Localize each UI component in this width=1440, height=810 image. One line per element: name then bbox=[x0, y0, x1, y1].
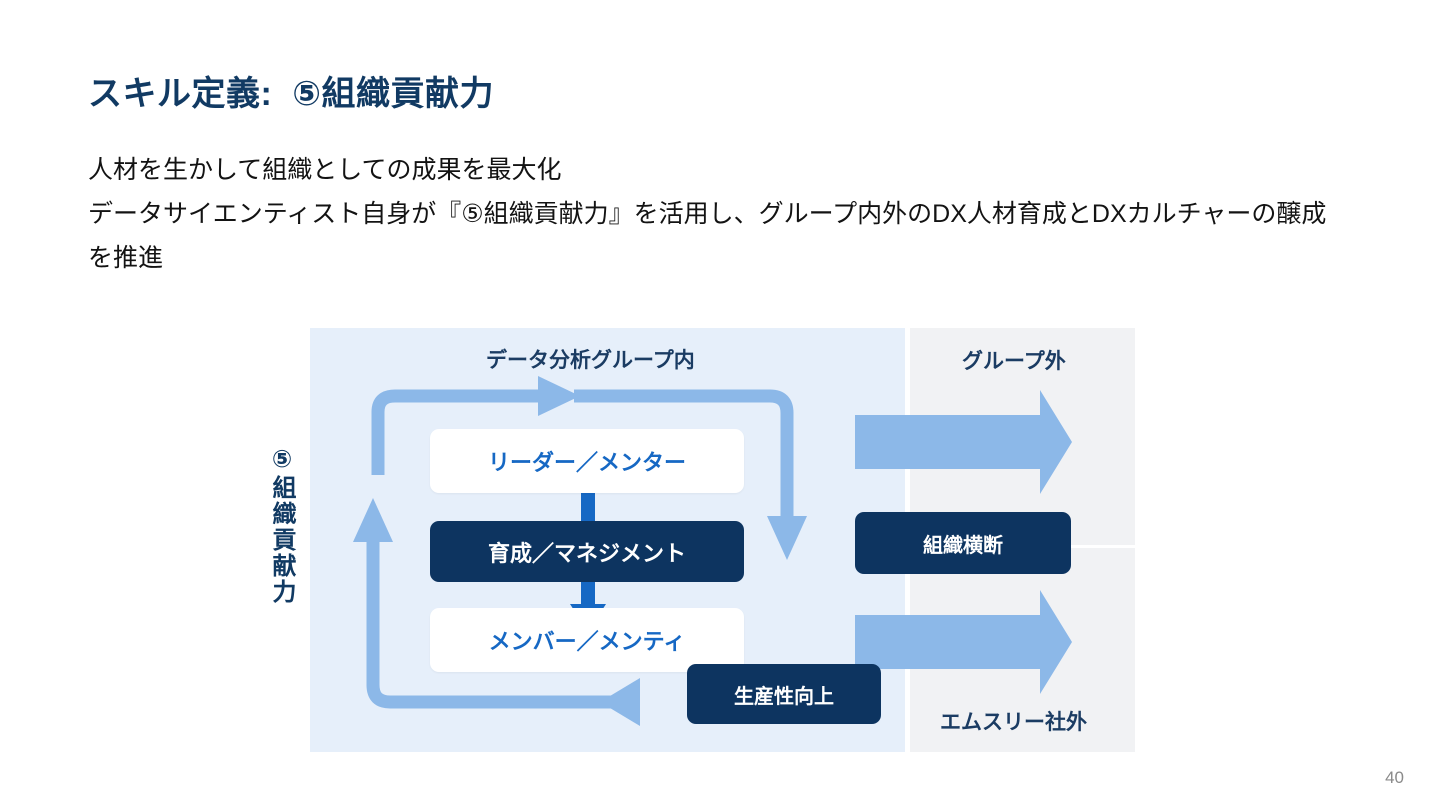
panel-caption-outside-group: グループ外 bbox=[962, 350, 1066, 373]
arrowhead-left-up bbox=[353, 498, 393, 542]
node-member-mentee[interactable]: メンバー／メンティ bbox=[430, 608, 744, 672]
block-arrow-to-outside-group bbox=[855, 390, 1072, 494]
body-line-1: 人材を生かして組織としての成果を最大化 bbox=[88, 156, 562, 184]
body-line-2: データサイエンティスト自身が『⑤組織貢献力』を活用し、グループ内外のDX人材育成… bbox=[88, 200, 1327, 272]
organization-contribution-diagram bbox=[250, 320, 1150, 760]
block-arrow-to-outside-company bbox=[855, 590, 1072, 694]
arrowhead-bottom-left bbox=[600, 678, 640, 726]
node-productivity-improvement[interactable]: 生産性向上 bbox=[687, 664, 881, 724]
node-leader-mentor[interactable]: リーダー／メンター bbox=[430, 429, 744, 493]
slide-body-text: 人材を生かして組織としての成果を最大化 データサイエンティスト自身が『⑤組織貢献… bbox=[88, 148, 1338, 280]
inner-loop-arrows bbox=[366, 389, 794, 709]
page-title: スキル定義: ⑤組織貢献力 bbox=[88, 75, 495, 113]
node-development-management[interactable]: 育成／マネジメント bbox=[430, 521, 744, 582]
side-label-organization-contribution: ⑤組織貢献力 bbox=[268, 445, 295, 605]
node-cross-organization[interactable]: 組織横断 bbox=[855, 512, 1071, 574]
panel-caption-outside-company: エムスリー社外 bbox=[940, 711, 1087, 734]
page-number: 40 bbox=[1385, 768, 1404, 787]
connector-leader-to-management bbox=[581, 493, 595, 525]
panel-caption-inside-group: データ分析グループ内 bbox=[486, 349, 695, 372]
arrowhead-top-right bbox=[538, 376, 580, 416]
arrowhead-right-down bbox=[767, 516, 807, 560]
